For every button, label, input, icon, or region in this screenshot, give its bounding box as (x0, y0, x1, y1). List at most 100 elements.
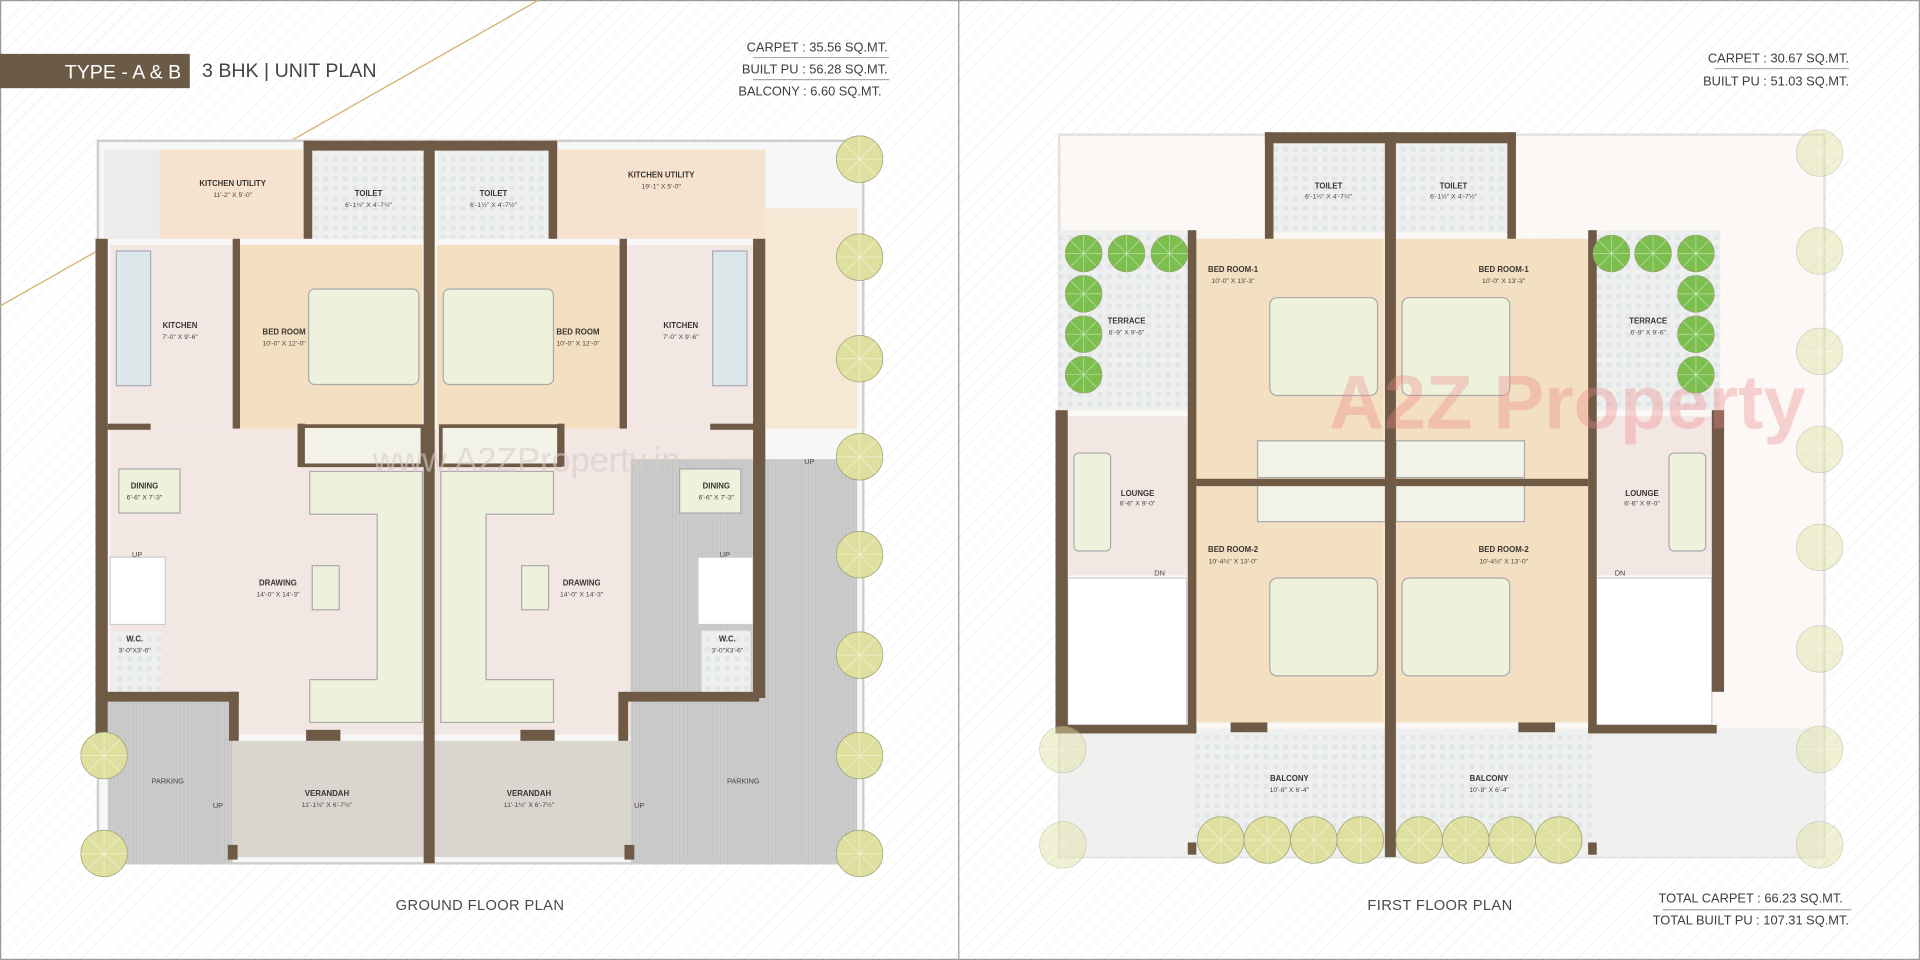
tree-icon (1634, 234, 1672, 273)
dining-table-right (678, 468, 742, 514)
tree-icon (1064, 355, 1103, 394)
svg-text:KITCHEN UTILITY: KITCHEN UTILITY (628, 171, 695, 180)
verandah-left (232, 740, 429, 858)
svg-text:11'-1½" X 6'-7½": 11'-1½" X 6'-7½" (504, 801, 555, 809)
svg-text:LOUNGE: LOUNGE (1625, 489, 1659, 498)
svg-text:BALCONY: BALCONY (1270, 774, 1309, 783)
svg-text:19'-1" X 5'-0": 19'-1" X 5'-0" (642, 184, 682, 191)
ff-carpet-area: CARPET : 30.67 SQ.MT. (1708, 50, 1849, 65)
tree-icon (1442, 816, 1490, 864)
svg-text:BED ROOM-2: BED ROOM-2 (1479, 545, 1530, 554)
gf-carpet-area: CARPET : 35.56 SQ.MT. (747, 39, 888, 54)
svg-text:DRAWING: DRAWING (563, 578, 601, 587)
tree-icon (835, 433, 884, 481)
svg-text:DINING: DINING (703, 482, 730, 491)
svg-text:DN: DN (1154, 569, 1165, 578)
svg-text:TOILET: TOILET (480, 189, 508, 198)
svg-text:W.C.: W.C. (126, 635, 143, 644)
svg-text:7'-0" X 9'-6": 7'-0" X 9'-6" (663, 334, 699, 341)
staircase-left (1067, 577, 1188, 726)
tree-icon (835, 531, 884, 579)
svg-text:10'-8" X 6'-4": 10'-8" X 6'-4" (1270, 787, 1310, 794)
tree-icon (80, 829, 128, 878)
svg-text:10'-4½" X 13'-0": 10'-4½" X 13'-0" (1209, 557, 1259, 565)
sofa-left (309, 470, 424, 724)
tree-icon (1197, 816, 1245, 864)
svg-text:UP: UP (720, 550, 730, 559)
tree-icon (1535, 816, 1583, 864)
tree-icon (1677, 234, 1715, 273)
tree-icon (1290, 816, 1338, 864)
svg-text:BED ROOM-1: BED ROOM-1 (1479, 265, 1530, 274)
svg-text:KITCHEN UTILITY: KITCHEN UTILITY (199, 179, 266, 188)
tree-icon (835, 731, 884, 780)
first-walls (1055, 132, 1725, 858)
svg-text:UP: UP (132, 550, 142, 559)
svg-text:UP: UP (213, 801, 223, 810)
wc-left (112, 630, 162, 698)
tree-icon (1243, 816, 1291, 864)
svg-text:10'-0" X 12'-0": 10'-0" X 12'-0" (262, 340, 306, 347)
gf-balcony-area: BALCONY : 6.60 SQ.MT. (738, 84, 881, 99)
tree-icon (1039, 821, 1087, 869)
svg-text:DINING: DINING (131, 482, 158, 491)
tree-icon (1795, 129, 1844, 177)
dining-table-left (118, 468, 181, 514)
tree-icon (1150, 234, 1189, 273)
ff-wardrobe (1256, 440, 1387, 479)
ground-floor-plan: GROUND FLOOR PLAN www.A2ZProperty.in (95, 139, 865, 914)
tree-icon (1795, 625, 1844, 673)
svg-text:BED ROOM: BED ROOM (263, 327, 306, 336)
svg-text:DRAWING: DRAWING (259, 578, 297, 587)
svg-text:TOILET: TOILET (1315, 182, 1343, 191)
kitchen-utility-right (557, 149, 766, 239)
bed-right (442, 288, 555, 386)
ff-built-area: BUILT PU : 51.03 SQ.MT. (1703, 74, 1849, 89)
wardrobe-left (298, 424, 425, 468)
svg-text:BED ROOM-1: BED ROOM-1 (1208, 265, 1259, 274)
tree-icon (835, 135, 884, 183)
tree-icon (1795, 725, 1844, 774)
parking-left (107, 697, 233, 864)
tree-icon (835, 233, 884, 281)
svg-text:TERRACE: TERRACE (1629, 316, 1667, 325)
watermark-logo: A2Z Property (1329, 361, 1806, 446)
svg-text:7'-0" X 9'-6": 7'-0" X 9'-6" (162, 334, 198, 341)
svg-text:3'-0"X3'-6": 3'-0"X3'-6" (711, 648, 743, 655)
tree-icon (1064, 275, 1103, 313)
svg-text:6'-6" X 7'-3": 6'-6" X 7'-3" (699, 495, 735, 502)
toilet-right (437, 149, 555, 239)
svg-text:W.C.: W.C. (719, 635, 736, 644)
svg-text:6'-9" X 9'-6": 6'-9" X 9'-6" (1630, 329, 1666, 336)
sofa-right (440, 470, 555, 724)
tree-icon (1064, 234, 1103, 273)
tree-icon (1795, 821, 1844, 869)
tree-icon (1795, 425, 1844, 474)
svg-text:BED ROOM-2: BED ROOM-2 (1208, 545, 1259, 554)
tree-icon (1488, 816, 1536, 864)
svg-text:14'-0" X 14'-3": 14'-0" X 14'-3" (560, 591, 604, 598)
tree-icon (80, 731, 128, 780)
ground-floor-caption: GROUND FLOOR PLAN (396, 898, 565, 914)
verandah-right (434, 740, 631, 858)
svg-text:10'-8" X 6'-4": 10'-8" X 6'-4" (1469, 787, 1509, 794)
svg-text:KITCHEN: KITCHEN (163, 321, 198, 330)
watermark-url: www.A2ZProperty.in (372, 441, 681, 479)
tree-icon (1039, 725, 1087, 774)
svg-text:TOILET: TOILET (355, 189, 383, 198)
tree-icon (1795, 327, 1844, 376)
svg-text:VERANDAH: VERANDAH (507, 789, 552, 798)
tree-icon (1107, 234, 1146, 273)
total-carpet-area: TOTAL CARPET : 66.23 SQ.MT. (1658, 890, 1842, 905)
svg-text:BED ROOM: BED ROOM (556, 327, 599, 336)
tree-icon (835, 335, 884, 383)
type-label: TYPE - A & B (65, 61, 181, 83)
svg-text:14'-0" X 14'-3": 14'-0" X 14'-3" (256, 591, 300, 598)
tree-icon (1677, 355, 1715, 394)
tree-icon (1795, 523, 1844, 571)
tree-icon (1592, 234, 1631, 273)
gf-built-area: BUILT PU : 56.28 SQ.MT. (742, 61, 888, 76)
svg-text:6'-1½" X 4'-7½": 6'-1½" X 4'-7½" (1430, 192, 1478, 200)
